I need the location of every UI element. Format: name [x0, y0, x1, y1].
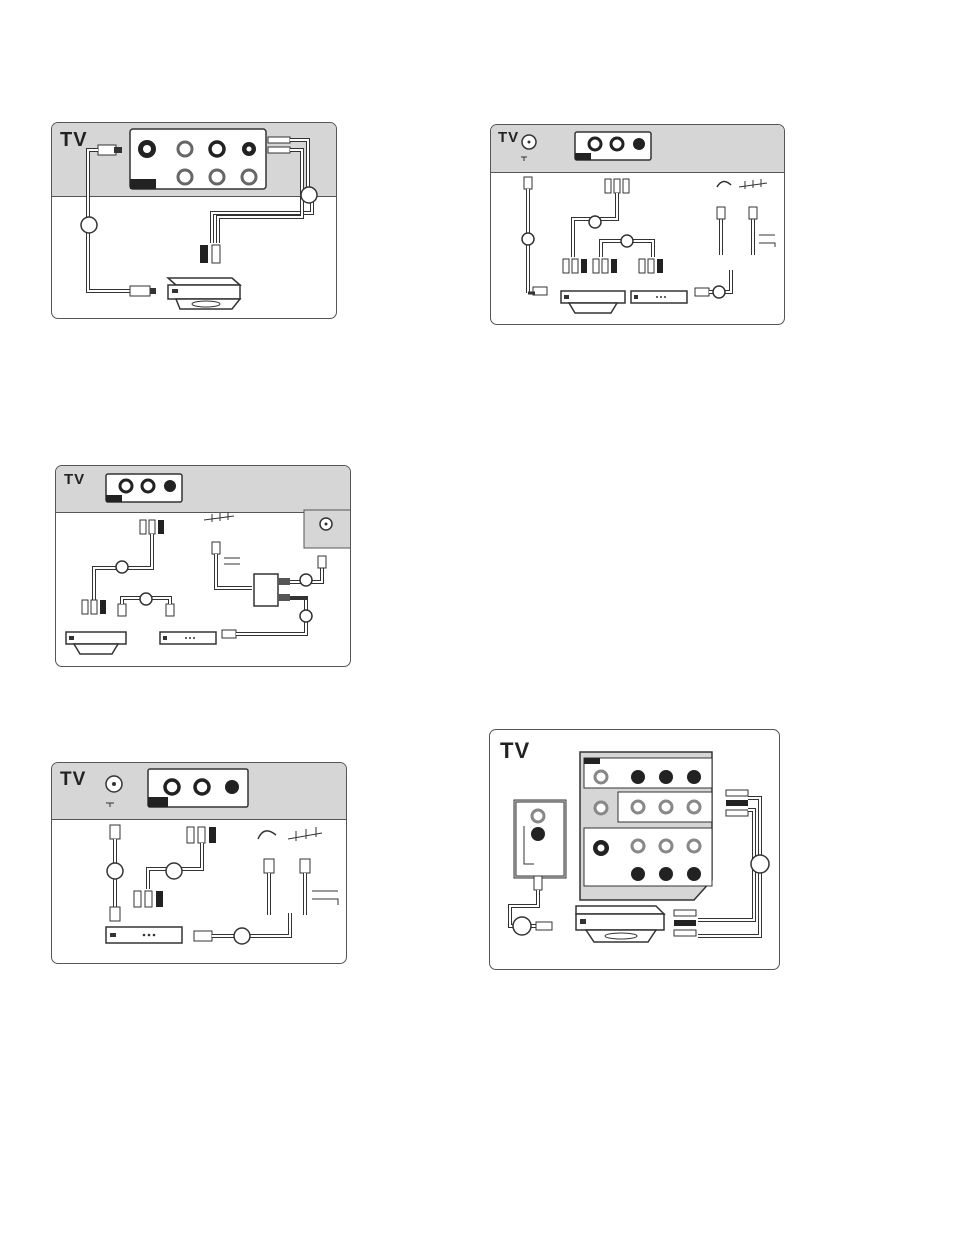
cable-marker [166, 863, 182, 879]
dvd-player-icon [576, 906, 664, 942]
cable-plug-icon [200, 245, 220, 263]
cable-plug-icon [98, 145, 122, 155]
splitter-icon [254, 574, 290, 606]
cable-plug-icon [187, 827, 216, 843]
cable-plug-icon [605, 179, 629, 193]
diagram-panel-1: TV [51, 122, 337, 319]
set-top-box-icon [631, 291, 687, 303]
cable-plug-icon [140, 520, 164, 534]
cable-marker [589, 216, 601, 228]
diagram-panel-2: TV [490, 124, 785, 325]
cable-marker [234, 928, 250, 944]
cable-marker [713, 286, 725, 298]
antenna-jack-icon [320, 518, 332, 530]
cable-marker [300, 610, 312, 622]
cable-marker [301, 187, 317, 203]
diagram-panel-4: TV [51, 762, 347, 964]
antenna-jack-icon [521, 135, 536, 161]
dvd-player-icon [561, 291, 625, 313]
connection-drawing [491, 125, 785, 325]
satellite-dish-icon [717, 181, 731, 255]
diagram-panel-3: TV [55, 465, 351, 667]
cable-marker [513, 917, 531, 935]
rca-jack-icon [165, 780, 239, 794]
connection-drawing [56, 466, 351, 667]
aerial-antenna-icon [204, 512, 252, 588]
connection-drawing [490, 730, 780, 970]
s-video-jack-icon [593, 840, 609, 856]
rca-jack-icon [120, 480, 176, 492]
antenna-jack-icon [106, 776, 122, 807]
aerial-antenna-icon [739, 179, 775, 255]
cable-marker [140, 593, 152, 605]
s-video-jack-icon [138, 140, 156, 158]
cable-plug-icon [134, 891, 163, 907]
cable-plug-icon [563, 259, 663, 273]
cable-marker [300, 574, 312, 586]
set-top-box-icon [106, 927, 182, 943]
diagram-panel-5: TV [489, 729, 780, 970]
set-top-box-icon [160, 632, 216, 644]
connection-drawing [52, 763, 347, 964]
connection-drawing [52, 123, 337, 319]
rca-jack-icon [589, 138, 645, 150]
cable-plug-icon [268, 137, 290, 153]
cable-marker [751, 855, 769, 873]
cable-marker [107, 863, 123, 879]
dvd-player-icon [168, 278, 240, 309]
dvd-player-icon [66, 632, 126, 654]
cable-marker [621, 235, 633, 247]
cable-marker [116, 561, 128, 573]
aerial-antenna-icon [288, 827, 338, 915]
satellite-dish-icon [258, 831, 276, 915]
cable-marker [522, 233, 534, 245]
cable-marker [81, 217, 97, 233]
cable-plug-icon [82, 600, 174, 616]
